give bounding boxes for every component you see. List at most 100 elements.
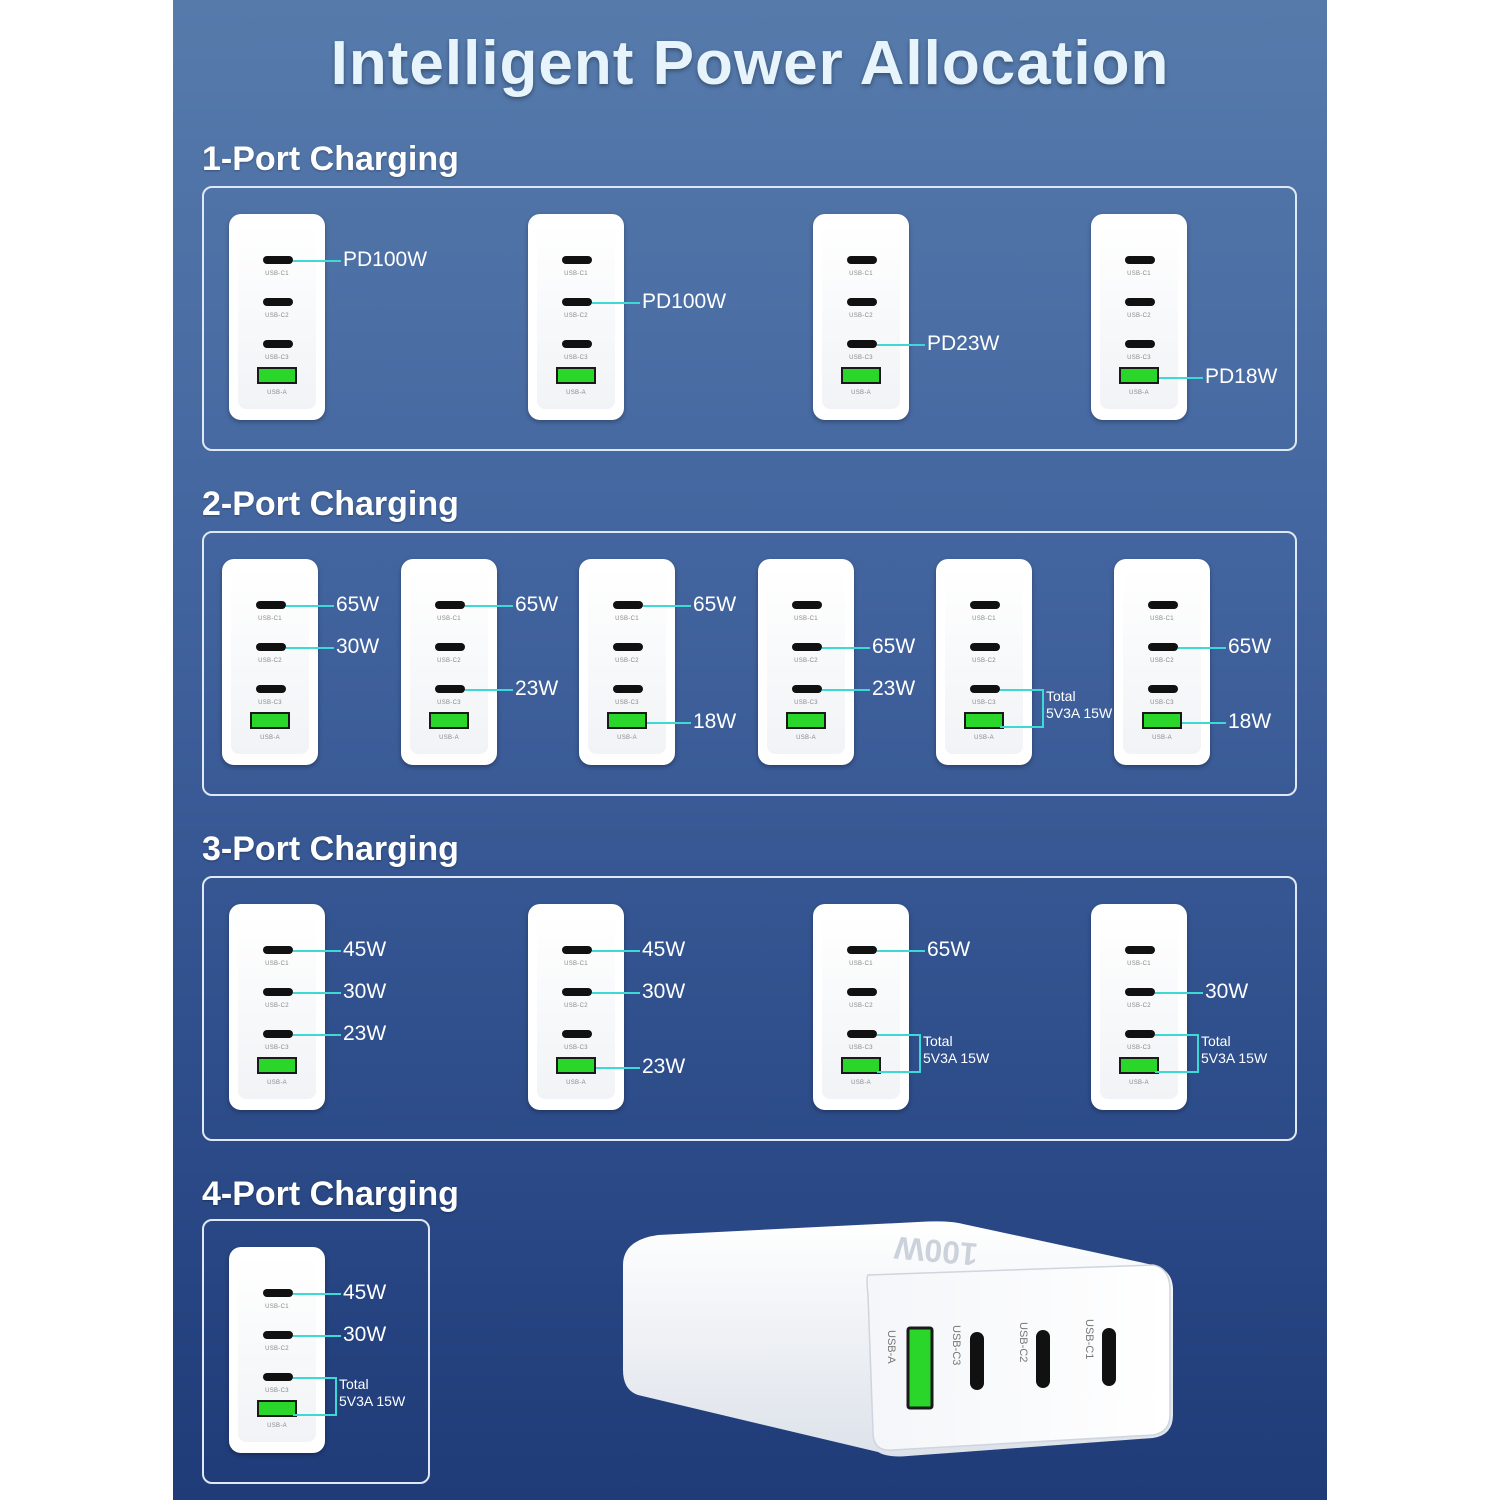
usb-c2-label: USB-C2 (1127, 1003, 1151, 1009)
usb-c1-label: USB-C1 (794, 616, 818, 622)
usb-c1-port (847, 946, 877, 954)
shared-output-bracket (913, 1034, 921, 1073)
usb-a-label: USB-A (617, 735, 637, 741)
usb-c2-label: USB-C2 (849, 1003, 873, 1009)
leader-line (822, 689, 870, 691)
leader-line (877, 1071, 917, 1073)
usb-a-label: USB-A (851, 390, 871, 396)
usb-c2-port (847, 988, 877, 996)
leader-line (286, 605, 334, 607)
wattage-label-c3: 23W (343, 1022, 387, 1045)
usb-c2-port (847, 298, 877, 306)
big-usb-c3-port (970, 1332, 984, 1390)
usb-a-port (1142, 712, 1182, 729)
section-title-1-port: 1-Port Charging (202, 140, 459, 178)
usb-c3-label: USB-C3 (437, 700, 461, 706)
usb-a-label: USB-A (974, 735, 994, 741)
leader-line (877, 344, 925, 346)
leader-line (1182, 722, 1226, 724)
leader-line (293, 992, 341, 994)
usb-c2-port (1148, 643, 1178, 651)
usb-a-label: USB-A (851, 1080, 871, 1086)
shared-total-value: 5V3A 15W (339, 1393, 406, 1409)
big-label-usb-a: USB-A (885, 1330, 897, 1364)
usb-c3-port (847, 1030, 877, 1038)
usb-c1-label: USB-C1 (849, 961, 873, 967)
leader-line (596, 1067, 640, 1069)
leader-line (877, 950, 925, 952)
wattage-label-c1: 65W (336, 593, 380, 616)
leader-line (822, 647, 870, 649)
usb-a-label: USB-A (566, 1080, 586, 1086)
usb-c2-label: USB-C2 (1150, 658, 1174, 664)
usb-c3-label: USB-C3 (849, 1045, 873, 1051)
big-usb-c2-port (1036, 1330, 1050, 1388)
shared-total-label: Total (1046, 688, 1076, 704)
usb-c2-port (792, 643, 822, 651)
usb-c2-port (562, 298, 592, 306)
usb-c3-port (792, 685, 822, 693)
usb-c2-port (263, 988, 293, 996)
usb-c1-port (562, 256, 592, 264)
usb-c3-port (562, 1030, 592, 1038)
section-box-2-port (202, 531, 1297, 796)
usb-c3-label: USB-C3 (564, 355, 588, 361)
leader-line (293, 1377, 333, 1379)
usb-c3-port (263, 1030, 293, 1038)
usb-c2-port (613, 643, 643, 651)
usb-c1-port (562, 946, 592, 954)
usb-c3-port (847, 340, 877, 348)
leader-line (877, 1034, 917, 1036)
usb-c3-port (1148, 685, 1178, 693)
usb-c2-label: USB-C2 (437, 658, 461, 664)
usb-a-port (250, 712, 290, 729)
section-title-4-port: 4-Port Charging (202, 1175, 459, 1213)
usb-c1-port (263, 1289, 293, 1297)
usb-a-label: USB-A (439, 735, 459, 741)
leader-line (592, 992, 640, 994)
usb-a-label: USB-A (267, 1423, 287, 1429)
big-label-usb-c1: USB-C1 (1083, 1319, 1095, 1359)
big-usb-a-port (906, 1326, 934, 1410)
wattage-label-c1: 45W (642, 938, 686, 961)
usb-c3-label: USB-C3 (265, 1388, 289, 1394)
infographic-panel: Intelligent Power Allocation 1-Port Char… (173, 0, 1327, 1500)
leader-line (465, 689, 513, 691)
usb-c1-port (263, 256, 293, 264)
wattage-label-c3: 23W (872, 677, 916, 700)
wattage-label-c1: 65W (515, 593, 559, 616)
usb-c2-label: USB-C2 (265, 1003, 289, 1009)
wattage-label-c1: 45W (343, 1281, 387, 1304)
wattage-label-a: 23W (642, 1055, 686, 1078)
usb-a-label: USB-A (267, 390, 287, 396)
wattage-label-a: 18W (693, 710, 737, 733)
usb-c2-port (263, 1331, 293, 1339)
usb-c1-port (263, 946, 293, 954)
leader-line (1000, 689, 1040, 691)
usb-c3-label: USB-C3 (972, 700, 996, 706)
shared-total-label: Total (1201, 1033, 1231, 1049)
shared-total-value: 5V3A 15W (1201, 1050, 1268, 1066)
usb-c3-label: USB-C3 (1127, 355, 1151, 361)
usb-c3-label: USB-C3 (1127, 1045, 1151, 1051)
leader-line (1178, 647, 1226, 649)
usb-a-port (841, 367, 881, 384)
usb-c2-label: USB-C2 (615, 658, 639, 664)
usb-c1-label: USB-C1 (849, 271, 873, 277)
leader-line (1159, 377, 1203, 379)
wattage-label-c1: 65W (927, 938, 971, 961)
section-box-1-port (202, 186, 1297, 451)
usb-c2-label: USB-C2 (258, 658, 282, 664)
usb-a-port (964, 712, 1004, 729)
shared-output-bracket (1191, 1034, 1199, 1073)
leader-line (293, 1293, 341, 1295)
usb-c2-label: USB-C2 (564, 1003, 588, 1009)
usb-c3-port (1125, 340, 1155, 348)
